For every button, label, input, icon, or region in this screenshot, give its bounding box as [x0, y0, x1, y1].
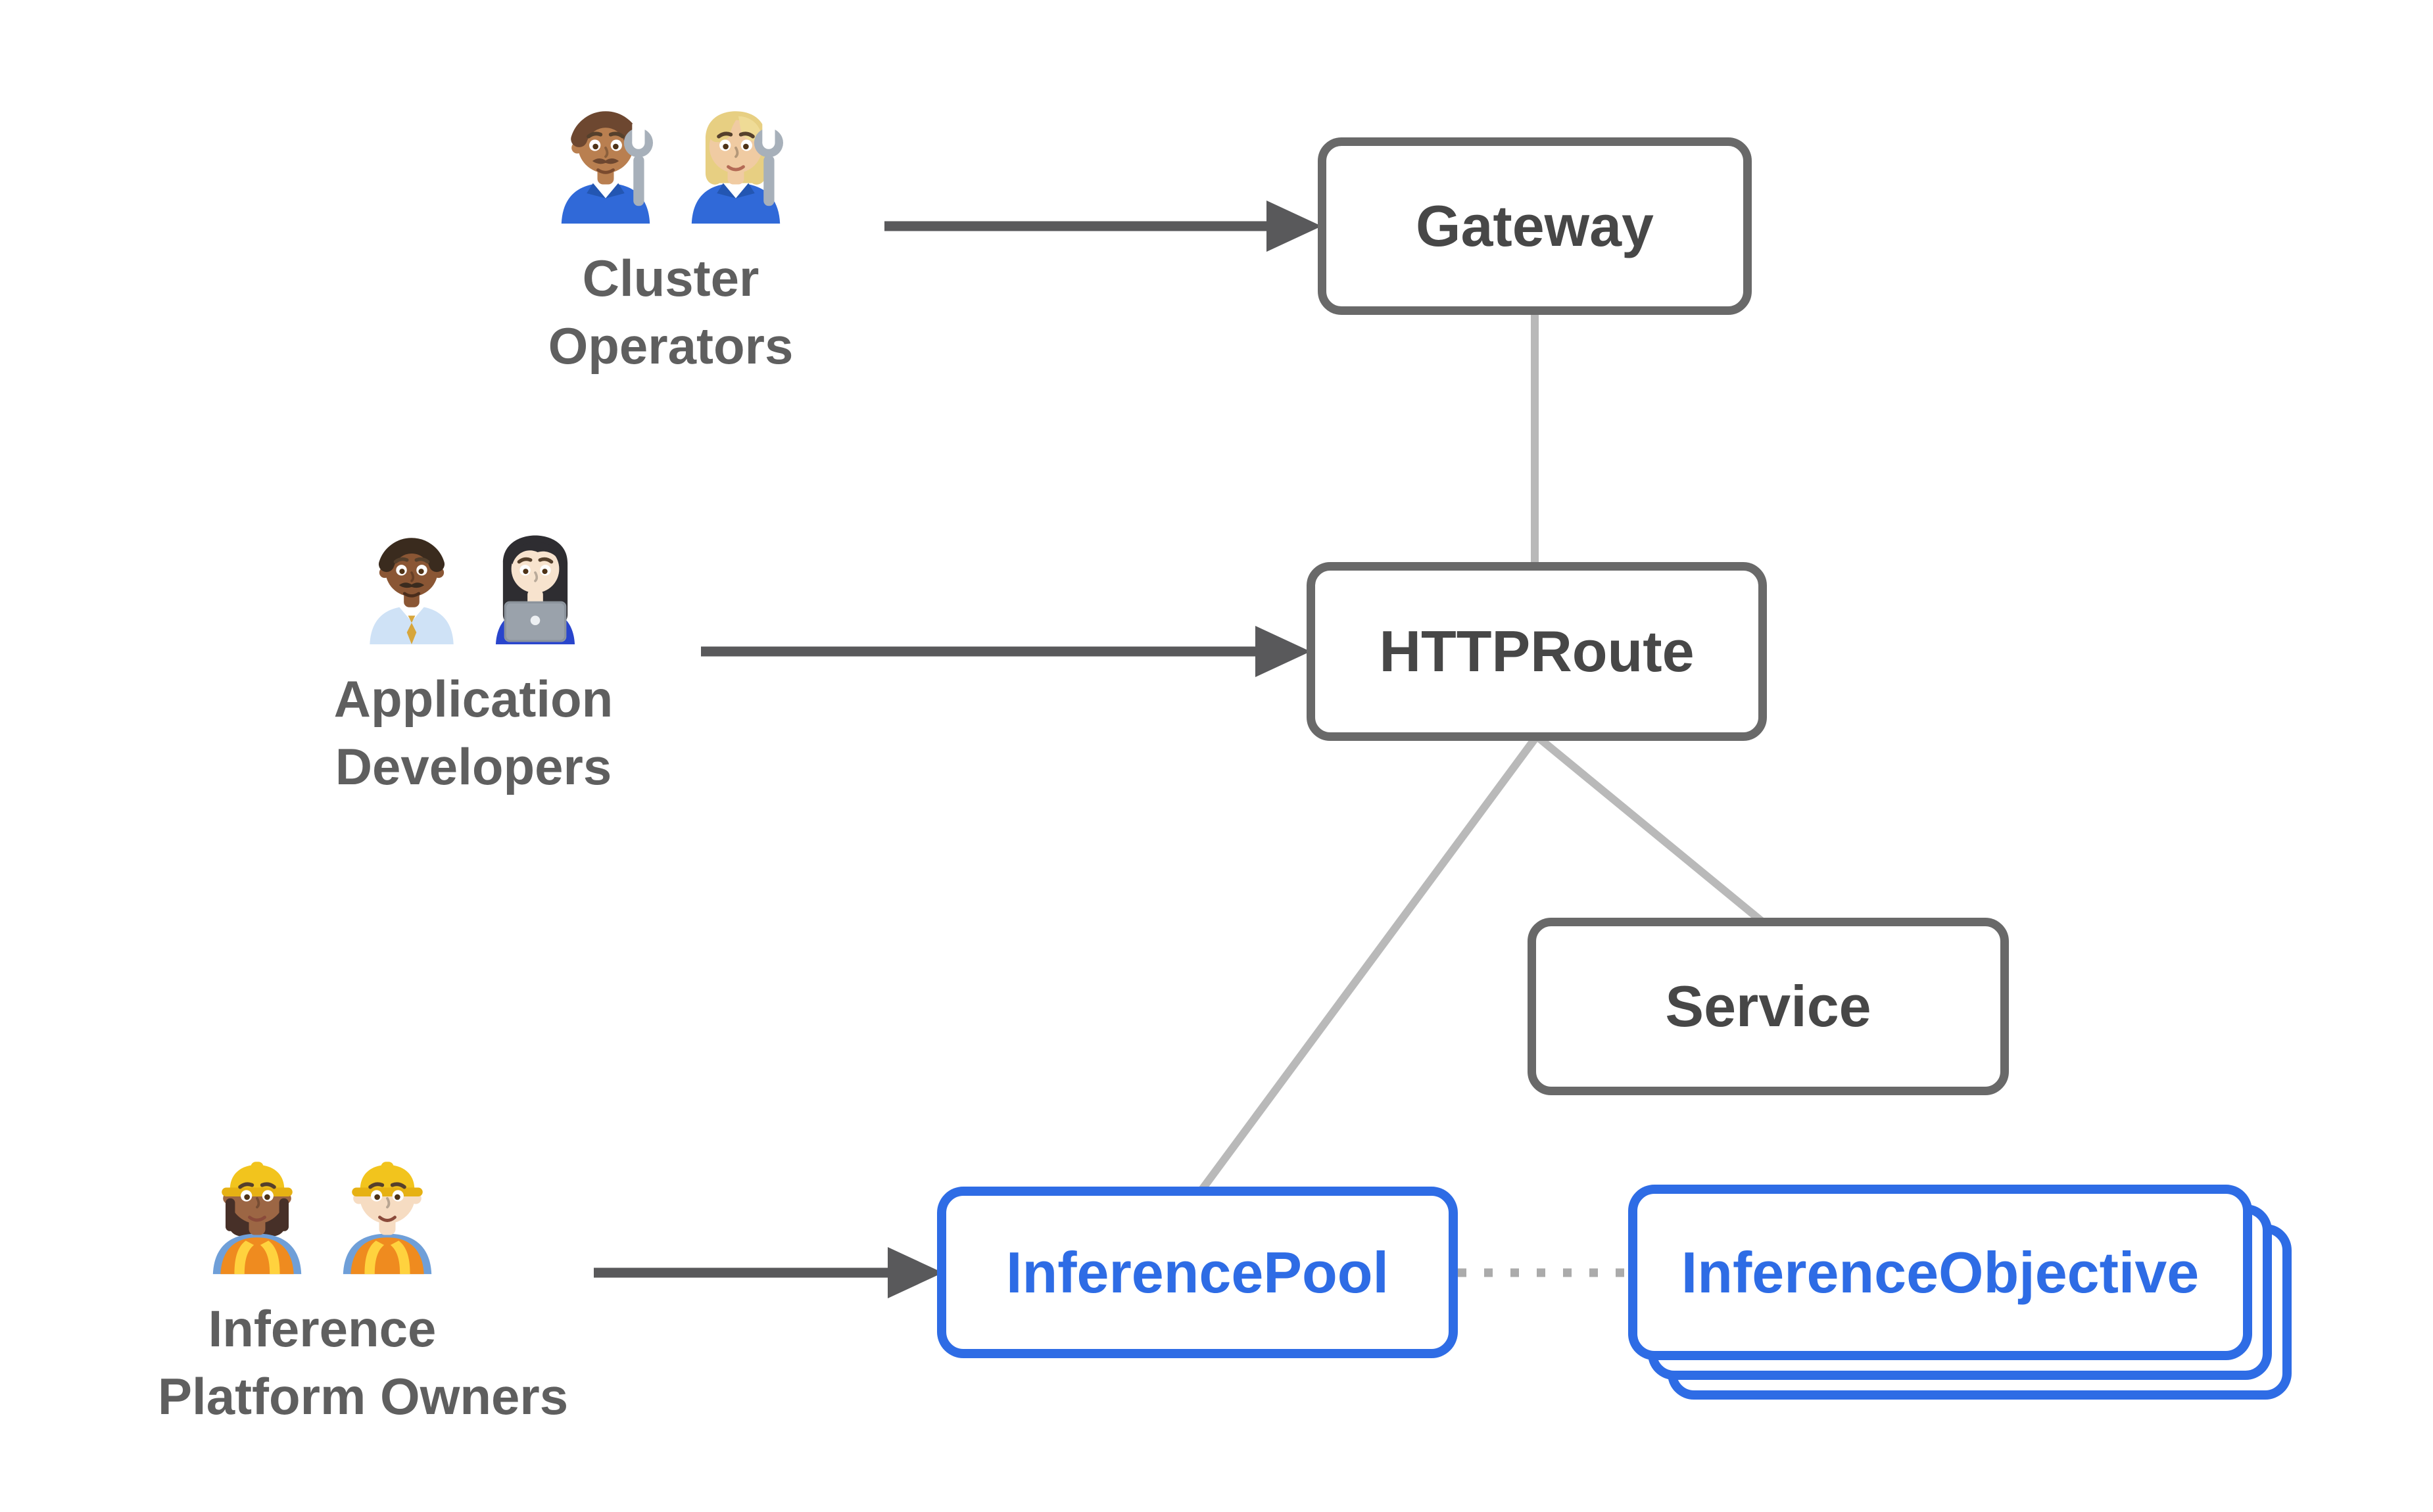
actor-application-developers: Application Developers: [309, 526, 638, 801]
woman-construction-worker-emoji: [212, 1162, 302, 1275]
application-developers-icons: [309, 526, 638, 646]
man-mechanic-emoji: [561, 99, 653, 224]
application-developers-label: Application Developers: [333, 670, 614, 795]
arrow-application-developers-to-httproute: [701, 626, 1311, 677]
connector-httproute-inferencepool: [1197, 734, 1540, 1194]
gateway-label: Gateway: [1416, 193, 1654, 258]
woman-technologist-emoji: [495, 535, 575, 645]
man-construction-worker-emoji: [343, 1162, 432, 1275]
service-node: Service: [1528, 918, 2009, 1095]
arrow-cluster-operators-to-gateway: [884, 201, 1322, 252]
inference-platform-owners-icons: [158, 1149, 487, 1275]
woman-mechanic-emoji: [691, 111, 783, 224]
man-office-worker-emoji: [370, 526, 454, 645]
inferencepool-node: InferencePool: [937, 1187, 1458, 1358]
arrow-inference-platform-owners-to-inferencepool: [594, 1247, 943, 1298]
actor-cluster-operators: Cluster Operators: [506, 99, 835, 380]
actor-inference-platform-owners: Inference Platform Owners: [158, 1149, 569, 1430]
inferenceobjective-label: InferenceObjective: [1681, 1239, 2200, 1305]
inferencepool-label: InferencePool: [1006, 1239, 1389, 1305]
inferenceobjective-node: InferenceObjective: [1628, 1185, 2252, 1360]
cluster-operators-icons: [506, 99, 835, 225]
service-label: Service: [1665, 974, 1871, 1039]
gateway-node: Gateway: [1318, 137, 1752, 315]
httproute-node: HTTPRoute: [1307, 562, 1767, 741]
cluster-operators-label: Cluster Operators: [548, 249, 794, 375]
httproute-label: HTTPRoute: [1379, 619, 1695, 684]
inference-platform-owners-label: Inference Platform Owners: [158, 1300, 569, 1425]
connector-httproute-service: [1534, 733, 1765, 925]
